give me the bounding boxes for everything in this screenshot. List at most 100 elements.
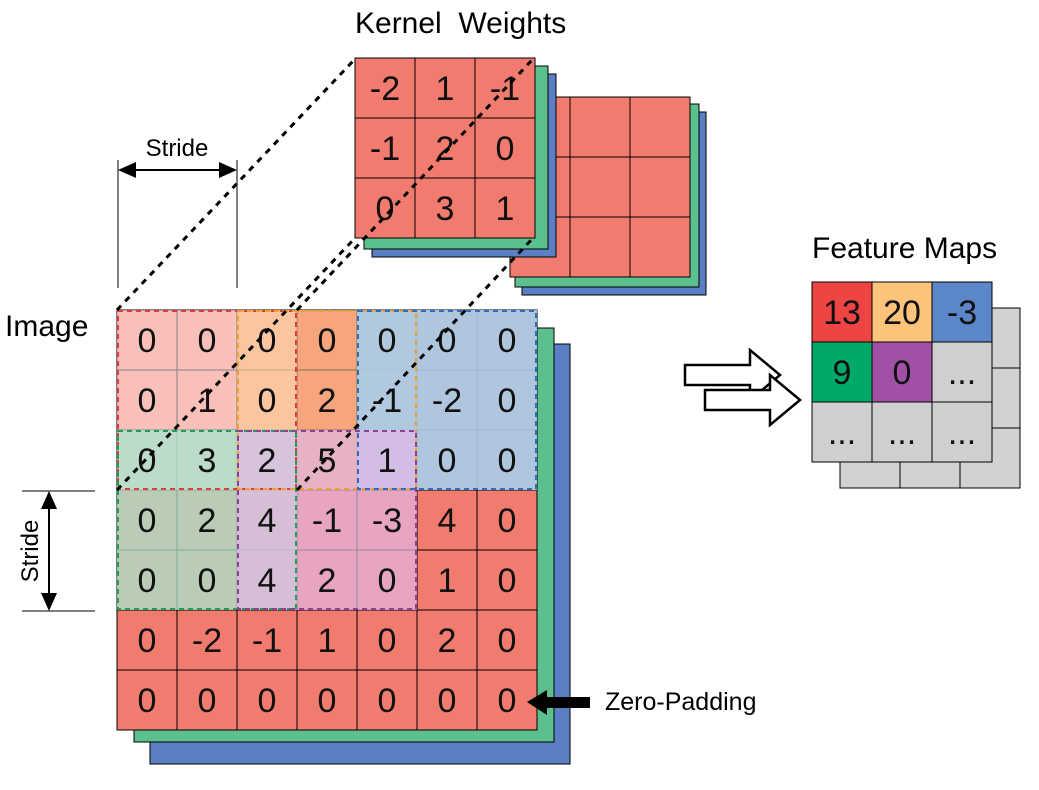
image-cell-value: 0 bbox=[498, 502, 517, 540]
image-cell-value: 0 bbox=[198, 682, 217, 720]
image-cell bbox=[416, 489, 478, 551]
feature-maps-title: Feature Maps bbox=[812, 232, 997, 265]
kernel-cell-value: -1 bbox=[370, 130, 400, 168]
image-cell bbox=[236, 669, 298, 731]
kernel-cell-value: 0 bbox=[376, 190, 395, 228]
image-cell-value: 0 bbox=[138, 502, 157, 540]
image-cell-value: 4 bbox=[258, 562, 277, 600]
kernel-cell bbox=[474, 177, 536, 239]
feature-map-cell-value: -3 bbox=[947, 294, 977, 332]
feature-map-cell-value: 13 bbox=[823, 294, 861, 332]
image-cell-value: 0 bbox=[198, 562, 217, 600]
projection-lines bbox=[115, 57, 535, 492]
window-blue-border bbox=[357, 310, 537, 490]
image-cell-value: 0 bbox=[138, 442, 157, 480]
feature-map-cell bbox=[811, 401, 873, 463]
kernel-cell-value: 1 bbox=[436, 70, 455, 108]
image-cell bbox=[116, 669, 178, 731]
image-cell-value: 0 bbox=[378, 322, 397, 360]
image-cell-value: 0 bbox=[498, 622, 517, 660]
image-cell-value: 0 bbox=[498, 562, 517, 600]
image-cell-value: 0 bbox=[138, 622, 157, 660]
image-cell-value: 2 bbox=[318, 562, 337, 600]
image-cell-value: -2 bbox=[432, 382, 462, 420]
window-orange-border bbox=[237, 310, 417, 490]
output-arrow-icon bbox=[683, 347, 802, 428]
receptive-field-windows bbox=[117, 310, 537, 610]
image-cell-value: 0 bbox=[378, 622, 397, 660]
image-cell-value: 2 bbox=[258, 442, 277, 480]
feature-map-cell bbox=[871, 341, 933, 403]
image-cell bbox=[356, 609, 418, 671]
image-cell-value: 4 bbox=[258, 502, 277, 540]
image-cell-value: 0 bbox=[198, 322, 217, 360]
feature-map-cell bbox=[931, 281, 993, 343]
image-cell-value: -3 bbox=[372, 502, 402, 540]
feature-map-cell bbox=[871, 401, 933, 463]
image-cell-value: 0 bbox=[378, 562, 397, 600]
image-cell-value: 0 bbox=[378, 682, 397, 720]
image-cell-value: -2 bbox=[192, 622, 222, 660]
image-cell bbox=[356, 669, 418, 731]
image-cell-value: 3 bbox=[198, 442, 217, 480]
image-cell-value: 0 bbox=[258, 322, 277, 360]
kernel-cell-value: 1 bbox=[496, 190, 515, 228]
image-cell-value: 0 bbox=[498, 442, 517, 480]
image-cell-value: 0 bbox=[138, 562, 157, 600]
image-cell-value: 0 bbox=[318, 322, 337, 360]
zero-padding-pointer: Zero-Padding bbox=[527, 688, 756, 716]
image-cell-value: 0 bbox=[318, 682, 337, 720]
image-cell bbox=[416, 669, 478, 731]
kernel-cell-value: 3 bbox=[436, 190, 455, 228]
arrow-left-icon bbox=[527, 690, 590, 715]
image-cell-value: 0 bbox=[258, 382, 277, 420]
feature-map-cell-value: ... bbox=[888, 414, 916, 452]
image-cell-value: 0 bbox=[138, 382, 157, 420]
image-cell bbox=[296, 669, 358, 731]
kernel-weights-title: Kernel Weights bbox=[355, 7, 566, 40]
image-cell-value: -1 bbox=[252, 622, 282, 660]
feature-map-cell-value: ... bbox=[948, 414, 976, 452]
image-cell-value: 0 bbox=[438, 682, 457, 720]
image-cell-value: 0 bbox=[138, 322, 157, 360]
image-cell-value: 2 bbox=[438, 622, 457, 660]
window-purple-border bbox=[237, 430, 417, 610]
kernel-cell bbox=[354, 177, 416, 239]
image-cell-value: 1 bbox=[318, 622, 337, 660]
window-purple-fill bbox=[237, 430, 417, 610]
stride-vertical: Stride bbox=[17, 490, 95, 612]
arrow-right-icon bbox=[219, 162, 237, 178]
image-cell-value: 2 bbox=[318, 382, 337, 420]
image-cell bbox=[236, 609, 298, 671]
image-cell-value: 0 bbox=[438, 442, 457, 480]
stride-horizontal: Stride bbox=[117, 135, 238, 288]
feature-map-cell bbox=[931, 341, 993, 403]
kernel-cell-value: 2 bbox=[436, 130, 455, 168]
feature-map-cell bbox=[811, 341, 873, 403]
feature-map-cell-value: ... bbox=[948, 354, 976, 392]
image-cell bbox=[476, 609, 538, 671]
image-cell-value: 4 bbox=[438, 502, 457, 540]
image-cell-value: -1 bbox=[312, 502, 342, 540]
kernel-cell-value: -2 bbox=[370, 70, 400, 108]
image-title: Image bbox=[5, 310, 88, 343]
image-cell-value: 0 bbox=[498, 382, 517, 420]
image-cell-value: 2 bbox=[198, 502, 217, 540]
feature-map-cell bbox=[931, 401, 993, 463]
image-cell bbox=[176, 669, 238, 731]
feature-map-cell-value: ... bbox=[828, 414, 856, 452]
feature-map-cell-value: 9 bbox=[833, 354, 852, 392]
image-cell bbox=[476, 669, 538, 731]
arrow-up-icon bbox=[41, 491, 57, 509]
image-cell-value: -1 bbox=[372, 382, 402, 420]
stride-vertical-label: Stride bbox=[17, 520, 44, 583]
image-cell-value: 0 bbox=[498, 682, 517, 720]
stride-horizontal-label: Stride bbox=[146, 135, 209, 162]
image-cell-value: 1 bbox=[378, 442, 397, 480]
feature-map-cell-value: 20 bbox=[883, 294, 921, 332]
arrow-down-icon bbox=[41, 593, 57, 611]
kernel-cell bbox=[354, 57, 416, 119]
zero-padding-label: Zero-Padding bbox=[605, 688, 756, 716]
